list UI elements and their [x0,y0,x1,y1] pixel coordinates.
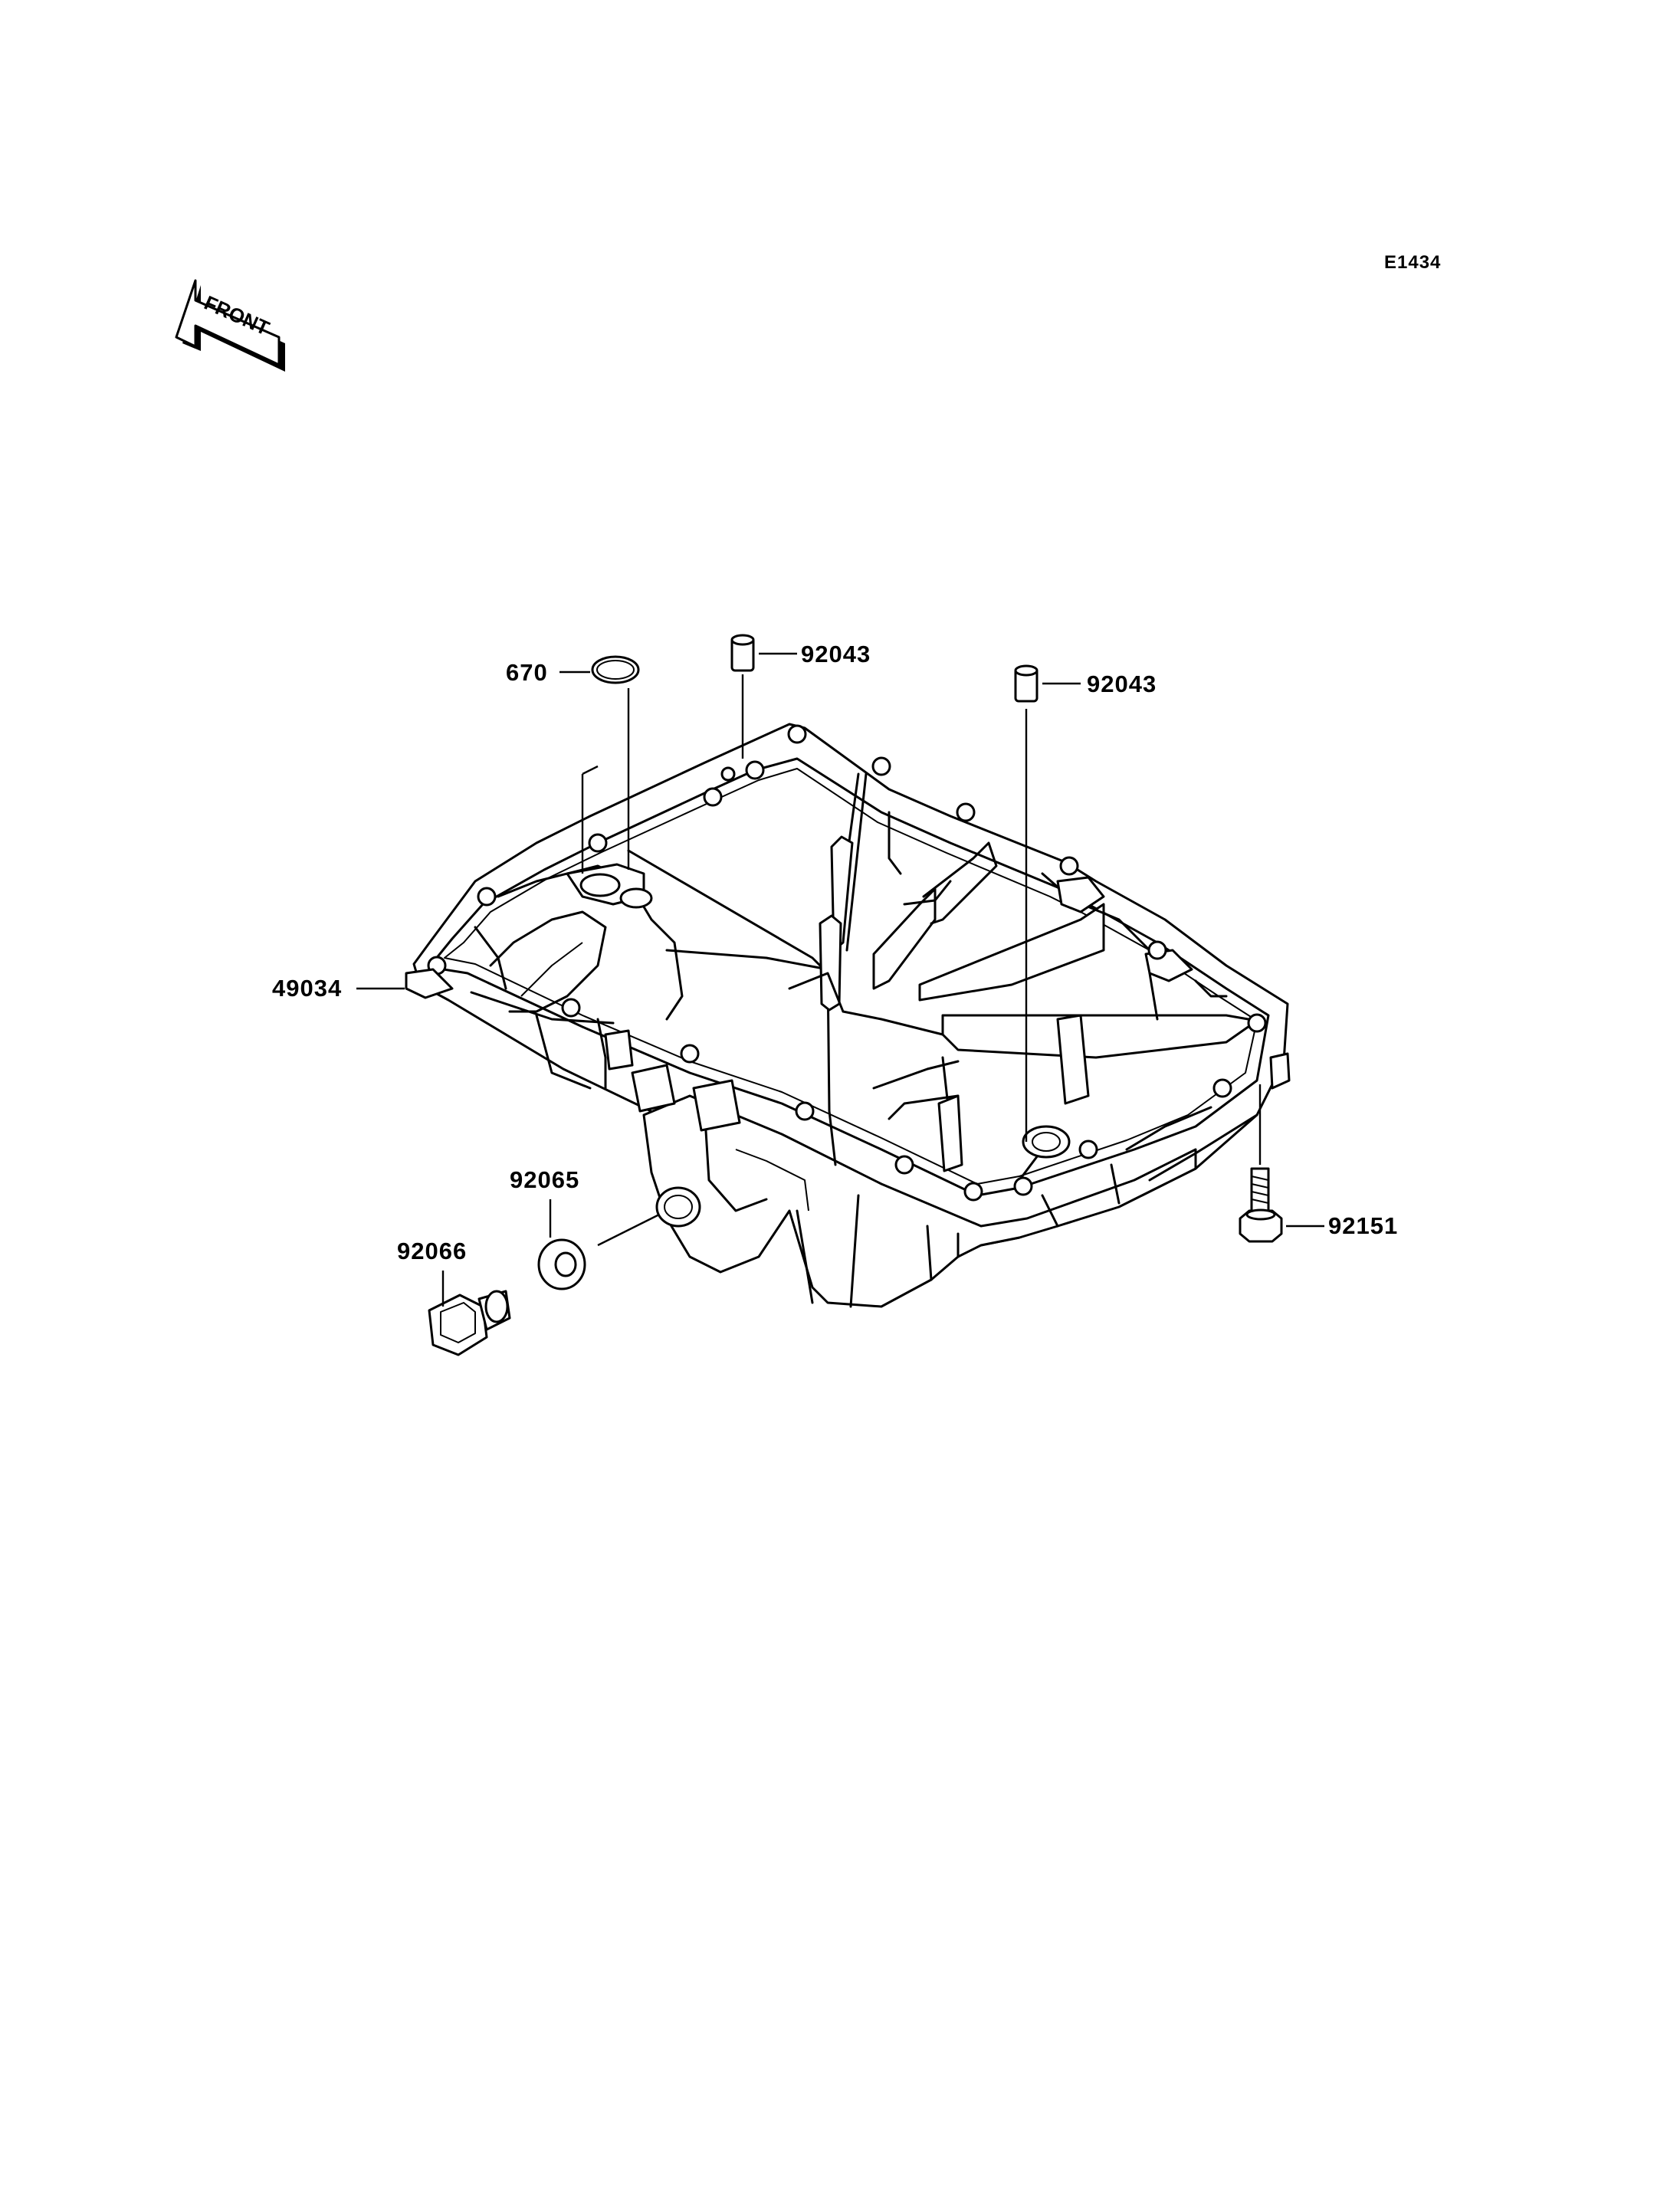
part-label-49034: 49034 [272,975,342,1002]
drain-plug-92066[interactable] [428,1290,511,1356]
part-label-92065: 92065 [510,1166,579,1193]
diagram-code: E1434 [1384,252,1441,273]
washer-92065[interactable] [537,1238,586,1290]
part-label-92043-left: 92043 [801,641,871,667]
dowel-pin-92043-right[interactable] [1014,664,1039,703]
o-ring-670[interactable] [591,655,640,684]
part-label-92066: 92066 [397,1238,467,1264]
leader-92065-pan [597,1213,660,1247]
part-label-92151: 92151 [1328,1212,1398,1239]
leader-670-down [581,688,630,874]
dowel-pin-92043-left[interactable] [730,634,755,672]
flange-bolt-92151[interactable] [1239,1167,1283,1243]
oil-pan-49034[interactable] [405,723,1291,1308]
part-label-92043-right: 92043 [1087,671,1157,697]
front-arrow-icon: FRONT [175,279,285,372]
part-label-670: 670 [506,659,548,686]
